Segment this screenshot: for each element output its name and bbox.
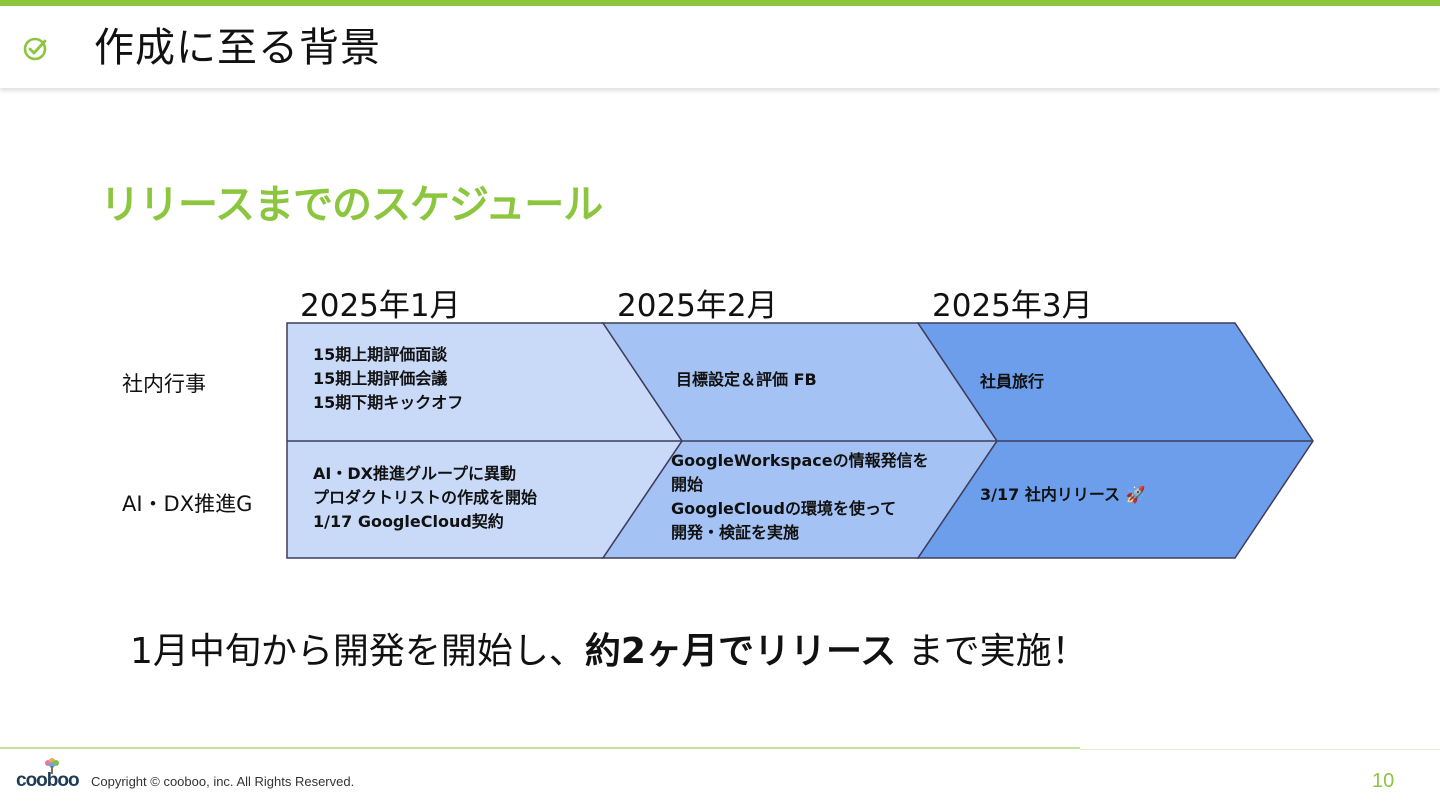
cell-ai-dx-mar: 3/17 社内リリース 🚀: [980, 483, 1146, 507]
summary-statement: 1月中旬から開発を開始し、約2ヶ月でリリース まで実施！: [130, 622, 1088, 674]
section-title: リリースまでのスケジュール: [100, 182, 603, 228]
summary-part-1: 1月中旬から開発を開始し、: [130, 631, 585, 672]
cell-line: 15期下期キックオフ: [313, 393, 464, 412]
cell-line: 目標設定＆評価 FB: [676, 370, 817, 389]
page-number: 10: [1372, 770, 1395, 792]
cell-events-jan: 15期上期評価面談 15期上期評価会議 15期下期キックオフ: [313, 343, 463, 415]
cell-line: 15期上期評価会議: [313, 369, 448, 388]
cell-line: 1/17 GoogleCloud契約: [313, 512, 504, 531]
company-logo: cooboo: [16, 758, 88, 792]
page-title: 作成に至る背景: [94, 25, 381, 71]
cell-events-feb: 目標設定＆評価 FB: [676, 368, 817, 392]
cell-line: 社員旅行: [980, 372, 1045, 391]
row-label-company-events: 社内行事: [122, 372, 206, 396]
cell-events-mar: 社員旅行: [980, 370, 1044, 394]
cell-ai-dx-jan: AI・DX推進グループに異動 プロダクトリストの作成を開始 1/17 Googl…: [313, 462, 537, 534]
cell-line: GoogleWorkspaceの情報発信を: [671, 451, 929, 470]
cell-line: AI・DX推進グループに異動: [313, 464, 516, 483]
cell-line: 3/17 社内リリース 🚀: [980, 485, 1146, 504]
cell-ai-dx-feb: GoogleWorkspaceの情報発信を 開始 GoogleCloudの環境を…: [671, 449, 929, 545]
month-label-jan: 2025年1月: [300, 288, 461, 324]
cell-line: 開始: [671, 475, 704, 494]
slide-header: 作成に至る背景: [0, 6, 1440, 88]
month-label-feb: 2025年2月: [617, 288, 778, 324]
month-label-mar: 2025年3月: [932, 288, 1093, 324]
cell-line: 開発・検証を実施: [671, 523, 800, 542]
row-label-ai-dx: AI・DX推進G: [122, 492, 253, 516]
summary-emphasis: 約2ヶ月でリリース: [584, 631, 897, 672]
cell-line: GoogleCloudの環境を使って: [671, 499, 897, 518]
cell-line: 15期上期評価面談: [313, 345, 448, 364]
footer-divider-right: [1080, 749, 1440, 750]
logo-wordmark: cooboo: [16, 770, 80, 791]
top-accent-bar: [0, 0, 1440, 6]
cell-line: プロダクトリストの作成を開始: [313, 488, 538, 507]
copyright-text: Copyright © cooboo, inc. All Rights Rese…: [91, 774, 355, 789]
summary-part-2: まで実施！: [907, 631, 1088, 672]
check-circle-icon: [23, 37, 47, 61]
footer-divider: [0, 747, 1080, 749]
logo-tree-icon: [45, 758, 59, 774]
